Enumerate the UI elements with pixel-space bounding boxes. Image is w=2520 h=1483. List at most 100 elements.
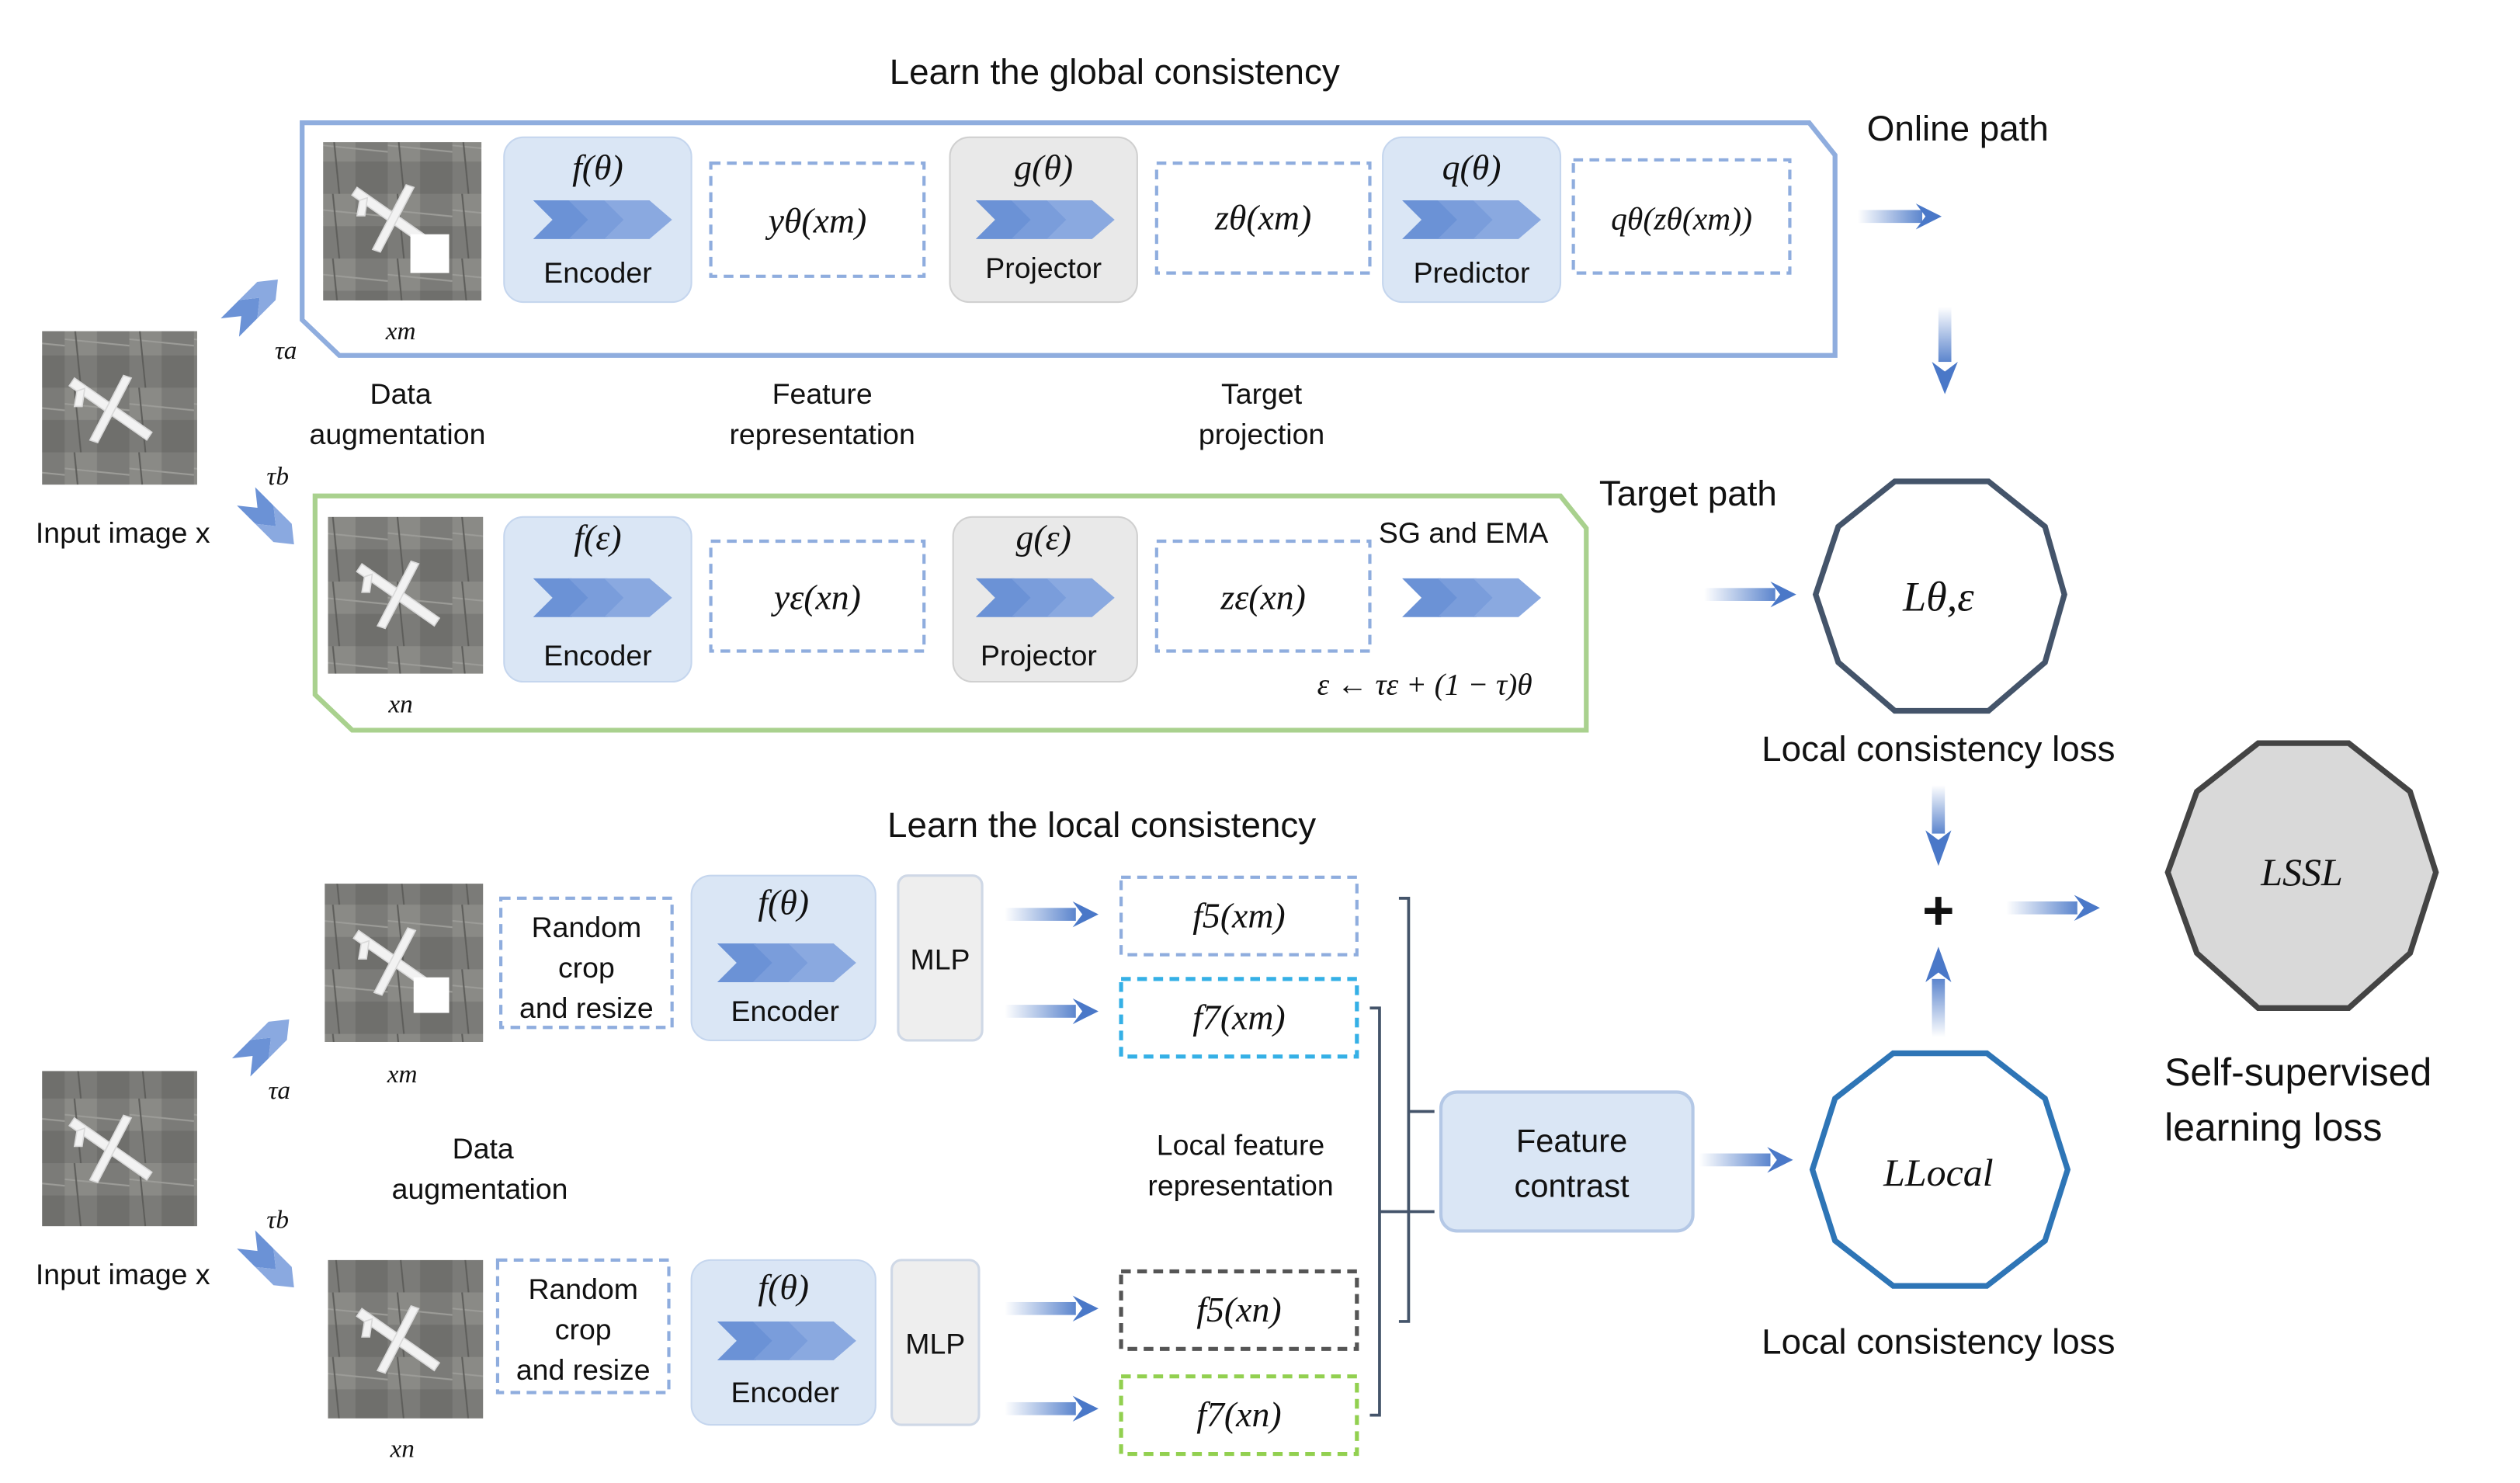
target-xn-label: xn [387,690,412,719]
crop-m-box [499,896,674,1030]
global-input-label: Input image x [36,516,210,549]
target-z-value: zε(xn) [1220,577,1306,616]
target-out-arrow [1704,582,1796,608]
local-input-label: Input image x [36,1258,210,1290]
mlp-m-to-f5-arrow [1005,901,1099,928]
mlp-m-label: MLP [911,943,970,975]
target-projector-fn: g(ε) [1015,517,1071,557]
f5-m-box [1119,875,1359,957]
online-xm-image [323,142,482,300]
local-loss-decagon [1809,1050,2071,1289]
online-projector-label: Projector [985,252,1102,284]
ssl-loss-value: LSSL [2260,851,2342,894]
local-tau-a-label: τa [269,1076,291,1105]
sg-ema-label: SG and EMA [1379,516,1549,549]
local-loss-caption: Local consistency loss [1762,1322,2115,1362]
online-encoder-fn: f(θ) [572,148,623,187]
local-feat-label-2: representation [1147,1169,1333,1202]
local-encoder-n-fn: f(θ) [758,1267,809,1307]
target-y-box [709,539,926,653]
target-path-label: Target path [1599,474,1777,513]
global-loss-value: Lθ,ε [1902,573,1974,620]
crop-n-box [495,1258,671,1394]
feature-contrast-line1: Feature [1516,1122,1627,1158]
f5-m-value: f5(xm) [1192,895,1285,935]
tau-a-arrow [220,280,278,337]
target-z-box [1154,539,1372,653]
crop-m-line3: and resize [519,992,654,1024]
local-encoder-n-label: Encoder [731,1376,839,1408]
target-encoder-module [503,516,692,683]
label-target-proj-2: projection [1199,418,1324,450]
online-xm-label: xm [385,317,416,346]
ssl-caption-line2: learning loss [2164,1106,2382,1149]
f5-n-value: f5(xn) [1196,1290,1281,1329]
local-data-aug-2: augmentation [392,1172,568,1205]
crop-m-line2: crop [558,951,615,984]
online-predictor-label: Predictor [1414,256,1530,289]
f7-n-box [1119,1374,1359,1457]
local-encoder-m-fn: f(θ) [758,883,809,922]
online-encoder-label: Encoder [543,256,651,289]
global-loss-caption: Local consistency loss [1762,729,2115,769]
target-encoder-label: Encoder [543,639,651,672]
online-z-box [1154,161,1372,275]
f7-m-value: f7(xm) [1192,997,1285,1037]
online-projector-fn: g(θ) [1014,148,1073,187]
local-title: Learn the local consistency [887,805,1316,845]
mlp-m-to-f7-arrow [1005,998,1099,1025]
crop-m-line1: Random [532,911,642,943]
ssl-loss-decagon [2164,740,2439,1011]
target-y-value: yε(xn) [771,577,861,616]
online-q-box [1571,158,1792,275]
f7-n-value: f7(xn) [1196,1394,1281,1434]
global-loss-decagon [1812,478,2067,714]
crop-n-line1: Random [528,1273,638,1305]
plus-to-ssl-arrow [2006,894,2100,921]
online-path-label: Online path [1867,109,2049,148]
online-predictor-fn: q(θ) [1442,148,1501,187]
online-y-value: yθ(xm) [765,201,867,241]
mlp-n-box [890,1259,981,1426]
label-feature-rep-1: Feature [772,377,873,410]
target-projector-module [952,516,1138,683]
label-data-augmentation-2: augmentation [310,418,486,450]
local-input-image [42,1071,197,1227]
target-xn-image [328,516,484,674]
plus-sign: + [1922,879,1954,940]
local-encoder-m-module [690,874,876,1041]
tau-b-arrow [237,487,294,545]
f7-m-box [1119,977,1359,1059]
label-target-proj-1: Target [1221,377,1303,410]
local-xm-label: xm [387,1060,418,1089]
ema-formula: ε ← τε + (1 − τ)θ [1317,668,1532,702]
target-encoder-fn: f(ε) [574,517,621,557]
global-loss-down-arrow [1925,785,1952,867]
mlp-m-box [897,874,984,1042]
local-tau-a-arrow [231,1019,290,1077]
mlp-n-to-f7-arrow [1005,1395,1099,1422]
global-input-image [42,331,197,485]
mlp-n-label: MLP [905,1328,965,1360]
local-xn-image [328,1259,484,1419]
mlp-n-to-f5-arrow [1005,1295,1099,1322]
crop-n-line3: and resize [516,1353,651,1386]
label-feature-rep-2: representation [729,418,915,450]
local-tau-b-arrow [237,1230,294,1288]
online-down-arrow [1932,307,1958,394]
online-predictor-module [1382,136,1562,304]
feature-contrast-box [1439,1090,1695,1233]
tau-b-label: τb [266,462,289,491]
online-projector-module [949,136,1138,304]
local-tau-b-label: τb [266,1205,289,1234]
local-encoder-n-module [690,1259,876,1426]
ssl-caption-line1: Self-supervised [2164,1051,2431,1094]
contrast-to-local-loss-arrow [1699,1147,1793,1173]
sg-ema-arrow [1402,578,1542,617]
crop-n-line2: crop [555,1313,612,1346]
local-loss-value: LLocal [1883,1151,1993,1194]
feature-brackets [1369,896,1435,1417]
online-out-arrow [1857,203,1942,230]
